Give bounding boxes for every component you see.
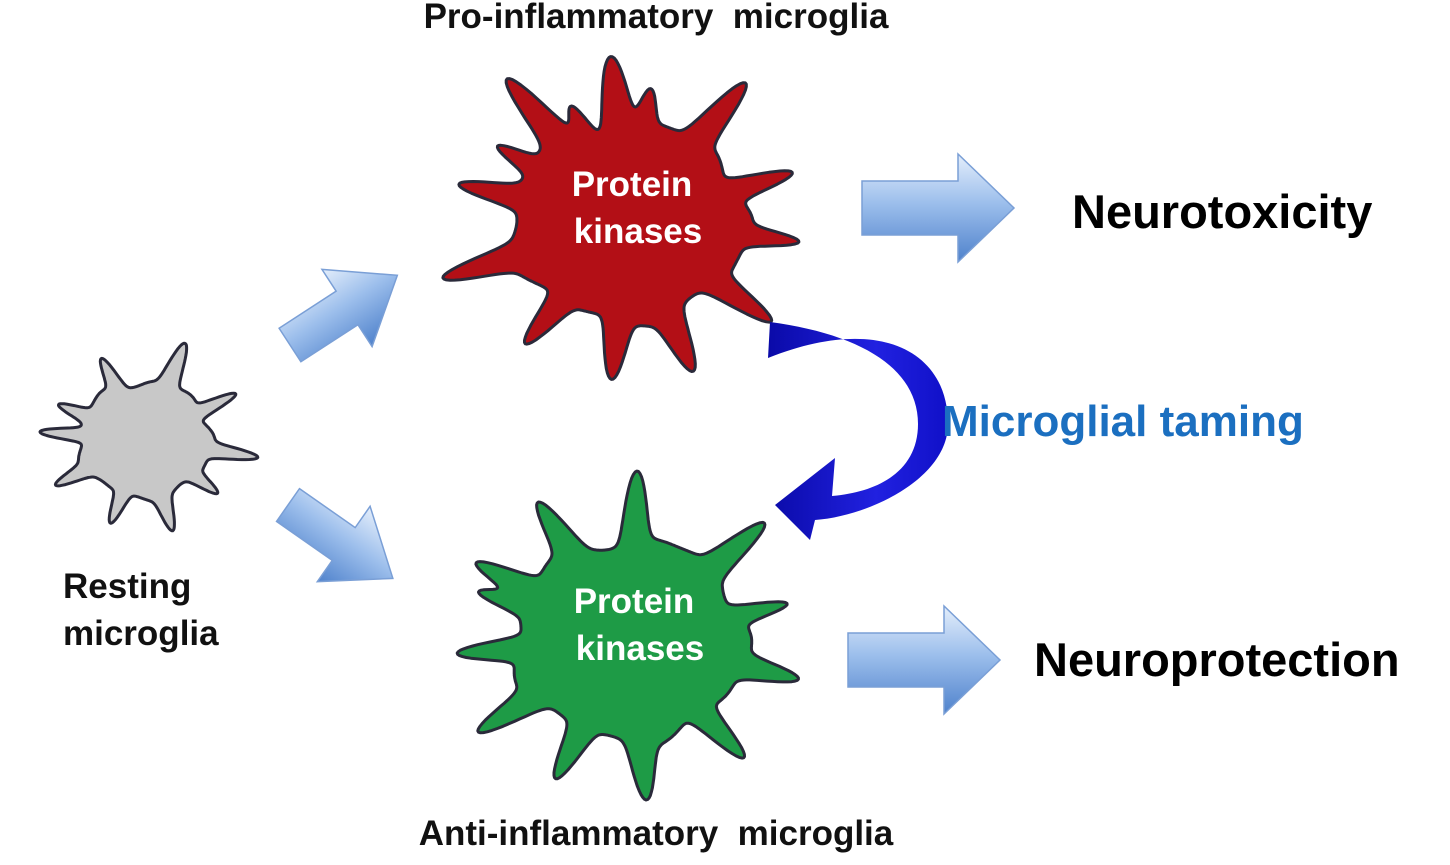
resting-caption-line2: microglia — [63, 614, 219, 653]
anti-inflammatory-microglia-cell — [455, 469, 800, 802]
neurotoxicity-label: Neurotoxicity — [1072, 185, 1372, 238]
anti-inflammatory-caption: Anti-inflammatory microglia — [419, 814, 894, 853]
pro-inflammatory-microglia-cell — [441, 55, 801, 381]
anti-inner-line1: Protein — [574, 582, 695, 621]
anti-inner-line2: kinases — [576, 629, 704, 668]
pro-inner-line2: kinases — [574, 212, 702, 251]
arrow-resting-to-anti — [275, 487, 394, 583]
neuroprotection-label: Neuroprotection — [1034, 633, 1400, 686]
pro-inner-line1: Protein — [572, 165, 693, 204]
arrow-resting-to-pro — [278, 268, 399, 363]
arrow-to-neurotoxicity — [861, 152, 1016, 264]
pro-inflammatory-caption: Pro-inflammatory microglia — [424, 0, 889, 36]
resting-caption-line1: Resting — [63, 567, 191, 606]
resting-microglia-cell — [38, 341, 260, 533]
microglial-taming-label: Microglial taming — [942, 397, 1304, 446]
microglial-taming-arrow — [768, 322, 948, 540]
arrow-to-neuroprotection — [847, 604, 1002, 716]
